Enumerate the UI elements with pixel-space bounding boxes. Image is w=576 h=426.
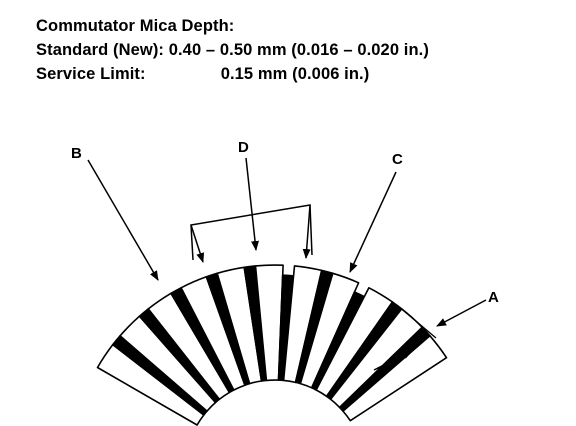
commutator-segments (96, 264, 448, 426)
callout-b: B (71, 145, 82, 162)
leader-b (87, 159, 159, 281)
bracket-d-arrow-left (190, 224, 205, 263)
commutator-bar (342, 335, 448, 422)
bracket-d (190, 204, 313, 261)
commutator-bar (299, 272, 360, 389)
spec-title: Commutator Mica Depth: (36, 17, 235, 35)
callout-a: A (488, 289, 499, 306)
spec-limit-row: Service Limit: 0.15 mm (0.006 in.) (36, 62, 429, 86)
standard-value: 0.40 – 0.50 mm (0.016 – 0.020 in.) (168, 41, 429, 59)
bracket-d-arrow-right (302, 204, 311, 259)
commutator-bar (254, 264, 284, 382)
leader-c (349, 171, 397, 273)
dimension-a-arrow-lower (373, 350, 413, 371)
callout-d: D (238, 139, 249, 156)
callout-c: C (392, 151, 403, 168)
leader-a (436, 299, 487, 327)
service-limit-value: 0.15 mm (0.006 in.) (220, 65, 370, 83)
dimension-a-extension (397, 305, 437, 339)
spec-standard-row: Standard (New): 0.40 – 0.50 mm (0.016 – … (36, 38, 429, 62)
service-limit-label: Service Limit: (36, 65, 146, 83)
spec-block: Commutator Mica Depth: Standard (New): 0… (36, 14, 429, 86)
leader-d (245, 157, 260, 251)
standard-label: Standard (New): (36, 41, 165, 59)
